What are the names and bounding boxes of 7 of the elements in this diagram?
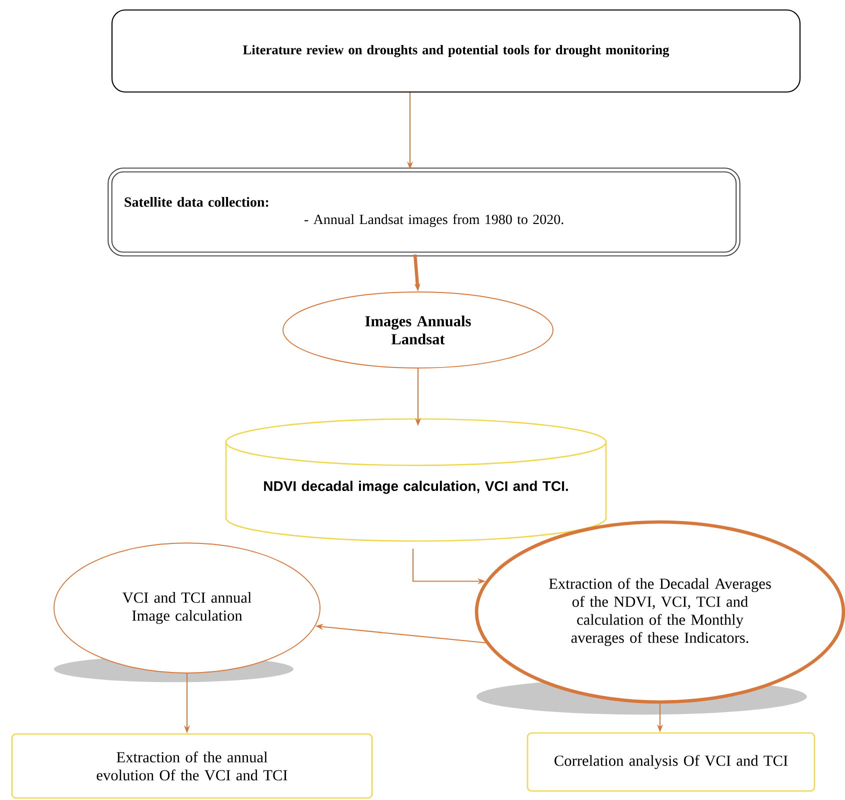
process-box: Satellite data collection: - Annual Landsat images from 1980 to 2020. <box>108 168 740 256</box>
process-box: Correlation analysis Of VCI and TCI <box>526 732 816 792</box>
database-cylinder: NDVI decadal image calculation, VCI and TCI. <box>225 418 607 542</box>
process-box: Literature review on droughts and potential tools for drought monitoring <box>111 9 801 93</box>
process-box: Extraction of the annual evolution Of the VCI and TCI <box>11 733 373 799</box>
node-label: NDVI decadal image calculation, VCI and TCI. <box>264 480 568 494</box>
node-label: Extraction of the Decadal Averages of the NDVI, VCI, TCI and calculation of the Monthly averages of these Indicators. <box>549 578 771 646</box>
